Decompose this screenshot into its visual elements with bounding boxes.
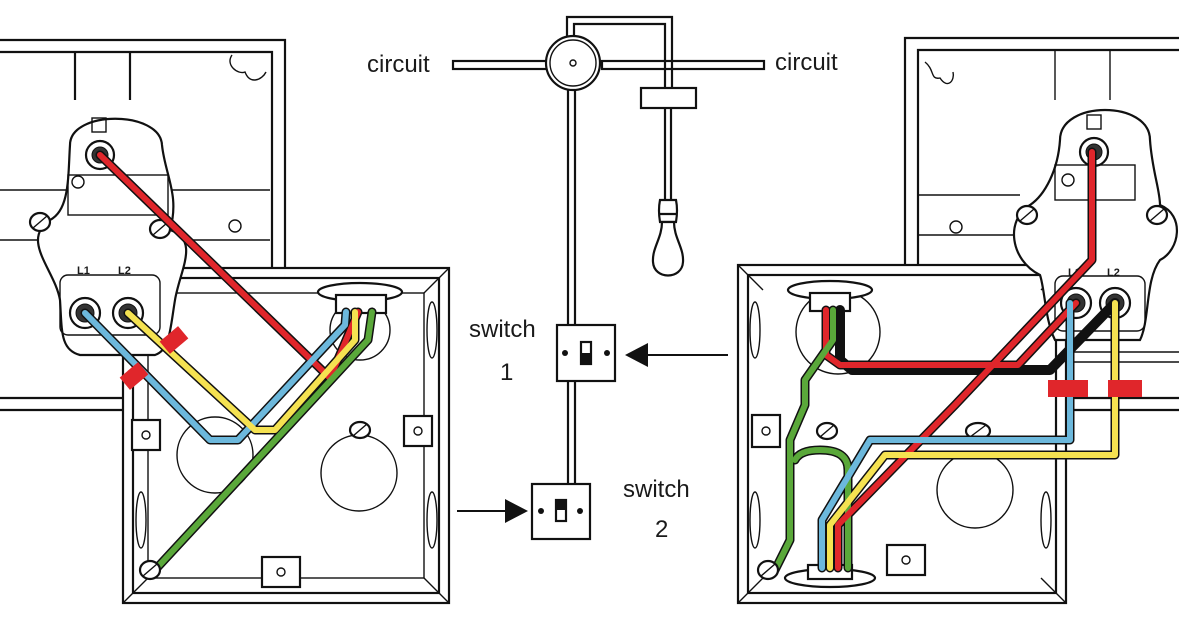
right-terminal-l2: L2	[1107, 267, 1120, 279]
right-green-wire-top	[772, 307, 836, 573]
circuit-cable-right	[600, 59, 766, 71]
arrow-to-switch-2	[457, 499, 528, 523]
circuit-label-left: circuit	[367, 51, 430, 78]
circuit-cable-left	[451, 59, 550, 71]
right-red-wire-top	[823, 300, 1079, 368]
arrow-to-switch-1	[625, 343, 728, 367]
switch-1-plate[interactable]	[555, 323, 617, 383]
left-earth-screw-icon	[138, 559, 162, 581]
circuit-label-right: circuit	[775, 49, 838, 76]
right-yellow-wire	[827, 300, 1118, 571]
left-sleeve-markers	[119, 326, 189, 390]
switch-2-number: 2	[655, 516, 668, 543]
left-switch-mechanism: L1 L2	[28, 117, 188, 357]
left-green-wire	[152, 309, 375, 573]
lamp-feed-cable	[565, 15, 674, 88]
switch-1-label: switch	[469, 316, 536, 343]
left-terminal-l1: L1	[77, 265, 90, 277]
left-wires	[80, 150, 377, 575]
right-wires	[770, 147, 1120, 575]
switch-2-label: switch	[623, 476, 690, 503]
right-earth-screw-icon	[756, 559, 780, 581]
left-terminal-l2: L2	[118, 265, 131, 277]
left-blue-wire	[82, 309, 349, 443]
ceiling-rose	[544, 34, 602, 92]
right-green-wire-loop	[792, 447, 851, 571]
center-schematic: circuit circuit switch 1 switch 2	[367, 15, 838, 543]
left-switch-assembly: L1 L2	[0, 38, 451, 605]
switch-drop-cable	[566, 90, 577, 484]
left-yellow-wire	[125, 309, 358, 433]
switch-2-plate[interactable]	[530, 482, 592, 541]
pendant-lamp-icon	[639, 86, 698, 277]
switch-1-number: 1	[500, 359, 513, 386]
right-sleeve-markers	[1048, 380, 1142, 397]
right-red-wire-bottom	[835, 149, 1095, 571]
right-switch-assembly: L1 L2	[736, 36, 1179, 605]
